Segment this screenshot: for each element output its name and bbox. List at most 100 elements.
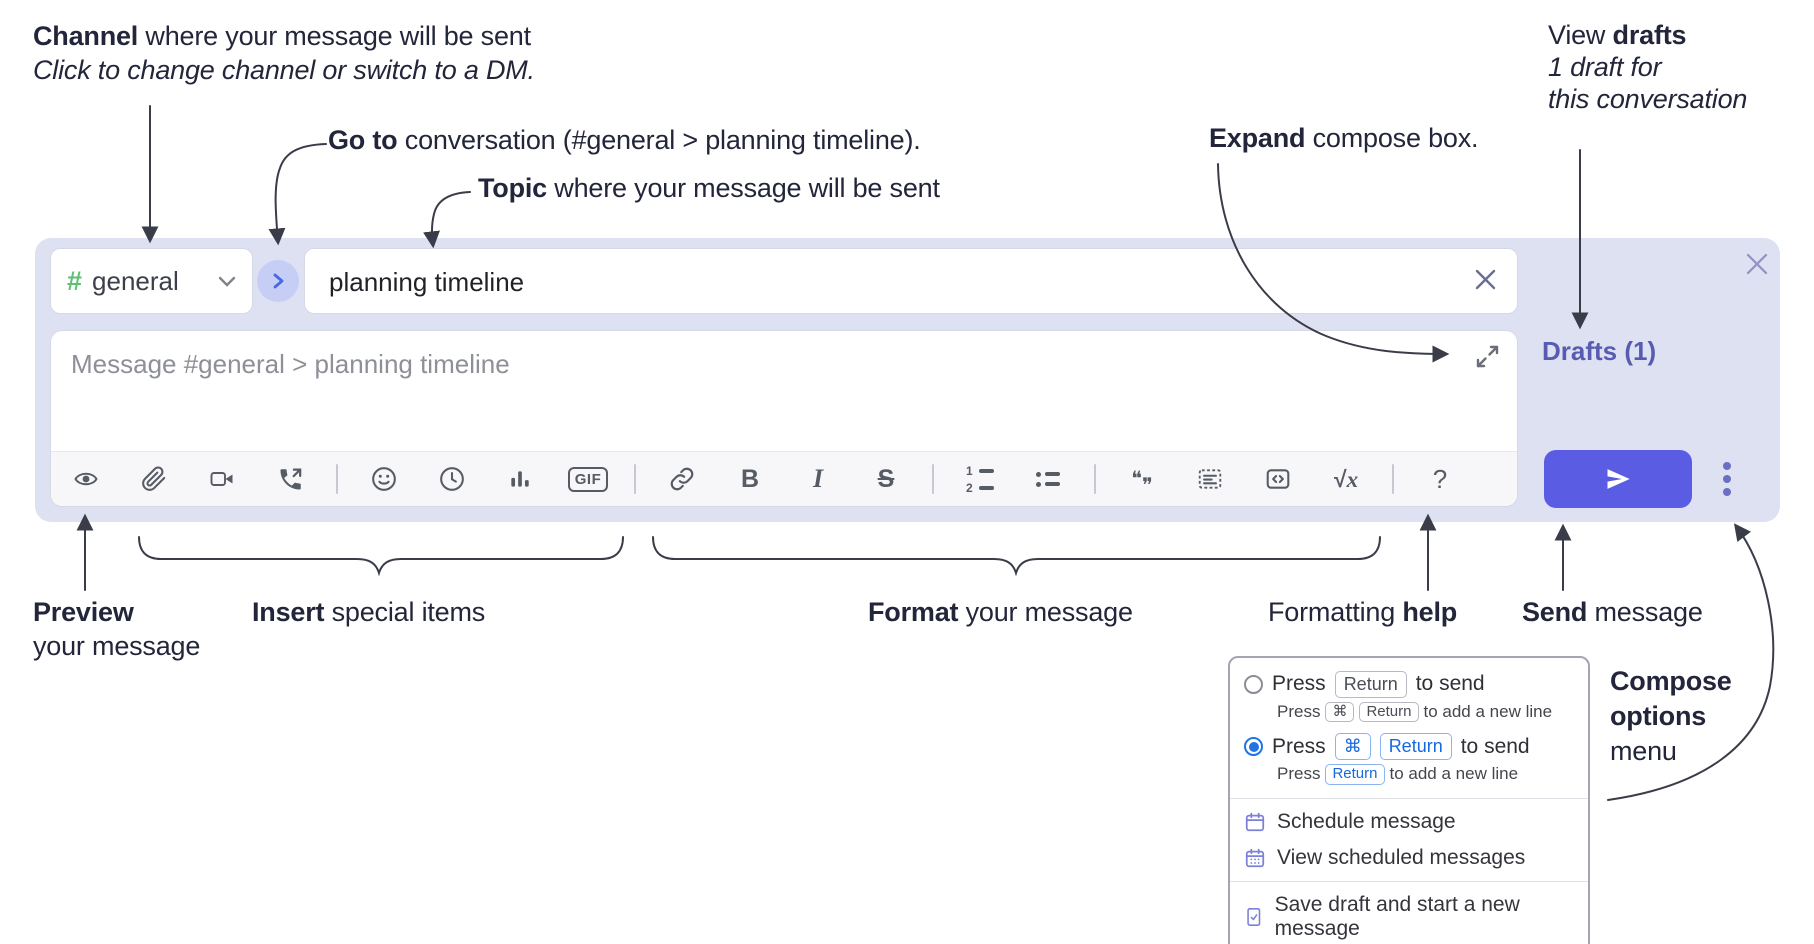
close-compose-button[interactable]	[1737, 244, 1777, 284]
code-icon	[1266, 469, 1290, 489]
formatting-toolbar: GIF B I S 1 2	[51, 451, 1517, 506]
kebab-dots-icon	[1723, 462, 1731, 470]
toolbar-divider	[932, 464, 934, 494]
expand-annotation: Expand compose box.	[1209, 123, 1479, 153]
toolbar-divider	[1094, 464, 1096, 494]
compose-options-menu: Press Return to send Press ⌘ Return to a…	[1228, 656, 1590, 944]
strikethrough-button[interactable]: S	[864, 457, 908, 501]
drafts-link[interactable]: Drafts (1)	[1542, 336, 1657, 366]
draft-check-icon	[1247, 907, 1261, 926]
insert-link-button[interactable]	[660, 457, 704, 501]
poll-button[interactable]	[498, 457, 542, 501]
phone-call-icon	[279, 467, 301, 490]
return-keycap: Return	[1379, 733, 1452, 760]
goto-conversation-button[interactable]	[257, 260, 299, 302]
expand-arrows-icon	[1476, 345, 1499, 368]
formula-icon: √x	[1333, 465, 1359, 492]
preview-annotation: Preview your message	[33, 597, 201, 661]
message-area: GIF B I S 1 2	[50, 330, 1518, 507]
bold-button[interactable]: B	[728, 457, 772, 501]
italic-button[interactable]: I	[796, 457, 840, 501]
view-scheduled-messages-item[interactable]: View scheduled messages	[1230, 840, 1588, 876]
bar-chart-icon	[511, 471, 529, 487]
channel-selector[interactable]: # general	[50, 248, 253, 314]
formula-button[interactable]: √x	[1324, 457, 1368, 501]
toolbar-divider	[634, 464, 636, 494]
compose-options-button[interactable]	[1705, 450, 1749, 508]
topic-annotation: Topic where your message will be sent	[478, 173, 940, 203]
channel-hash-icon: #	[67, 265, 83, 296]
strikethrough-icon: S	[877, 464, 895, 493]
return-to-send-option[interactable]: Press Return to send	[1230, 668, 1588, 701]
send-annotation: Send message	[1522, 597, 1703, 627]
return-keycap: Return	[1359, 701, 1419, 723]
insert-annotation: Insert special items	[252, 597, 486, 627]
eye-icon	[74, 472, 98, 486]
video-camera-icon	[210, 472, 233, 486]
compose-options-annotation: Compose options menu	[1610, 666, 1732, 767]
cmd-return-to-send-hint: Press Return to add a new line	[1277, 763, 1519, 785]
formatting-help-button[interactable]: ?	[1418, 457, 1462, 501]
channel-name: general	[92, 265, 179, 296]
menu-divider	[1230, 797, 1588, 799]
emoji-button[interactable]	[362, 457, 406, 501]
audio-call-button[interactable]	[268, 457, 312, 501]
question-mark-icon: ?	[1432, 463, 1448, 494]
toolbar-divider	[336, 464, 338, 494]
goto-annotation: Go to conversation (#general > planning …	[328, 125, 921, 155]
smiley-icon	[372, 467, 396, 491]
menu-divider	[1230, 880, 1588, 882]
video-clip-button[interactable]	[200, 457, 244, 501]
bullet-list-icon	[1036, 471, 1060, 487]
formatting-help-annotation: Formatting help	[1268, 597, 1458, 627]
remind-later-button[interactable]	[430, 457, 474, 501]
ordered-list-icon: 1 2	[966, 465, 994, 494]
radio-unselected[interactable]	[1244, 674, 1263, 694]
compose-box: # general	[35, 238, 1780, 522]
paperclip-icon	[142, 466, 166, 491]
attach-file-button[interactable]	[132, 457, 176, 501]
code-block-icon	[1198, 469, 1222, 489]
radio-selected[interactable]	[1244, 737, 1263, 756]
return-keycap: Return	[1325, 763, 1385, 785]
return-keycap: Return	[1334, 671, 1407, 698]
message-input[interactable]	[69, 339, 1423, 389]
format-annotation: Format your message	[868, 597, 1133, 627]
topic-input[interactable]	[327, 249, 1451, 315]
expand-compose-button[interactable]	[1474, 343, 1501, 375]
code-block-button[interactable]	[1188, 457, 1232, 501]
send-button[interactable]	[1544, 450, 1692, 508]
schedule-message-item[interactable]: Schedule message	[1230, 804, 1588, 840]
italic-icon: I	[812, 464, 824, 493]
toolbar-divider	[1392, 464, 1394, 494]
channel-annotation: Channel where your message will be sent …	[33, 20, 535, 88]
topic-field-box	[304, 248, 1518, 315]
bold-icon: B	[740, 464, 760, 493]
blockquote-icon: ❝❞	[1131, 468, 1153, 497]
chevron-right-icon	[273, 273, 283, 289]
link-icon	[670, 467, 694, 491]
blockquote-button[interactable]: ❝❞	[1120, 457, 1164, 501]
view-drafts-annotation: View drafts 1 draft for this conversatio…	[1548, 20, 1748, 114]
x-icon	[1475, 269, 1496, 290]
return-to-send-hint: Press ⌘ Return to add a new line	[1277, 701, 1553, 723]
clock-icon	[440, 467, 464, 491]
cmd-keycap: ⌘	[1334, 733, 1371, 760]
calendar-grid-icon	[1245, 848, 1265, 867]
ordered-list-button[interactable]: 1 2	[958, 457, 1002, 501]
paper-plane-icon	[1607, 469, 1630, 489]
code-button[interactable]	[1256, 457, 1300, 501]
close-icon	[1746, 253, 1768, 275]
preview-button[interactable]	[64, 457, 108, 501]
channel-annotation-bold: Channel	[33, 21, 139, 51]
calendar-icon	[1245, 812, 1265, 831]
save-draft-item[interactable]: Save draft and start a new message	[1230, 887, 1588, 944]
channel-annotation-hint: Click to change channel or switch to a D…	[33, 54, 535, 85]
bullet-list-button[interactable]	[1026, 457, 1070, 501]
clear-topic-button[interactable]	[1472, 266, 1499, 298]
gif-icon: GIF	[567, 466, 609, 492]
gif-button[interactable]: GIF	[566, 457, 610, 501]
cmd-keycap: ⌘	[1325, 701, 1355, 723]
cmd-return-to-send-option[interactable]: Press ⌘ Return to send	[1230, 730, 1588, 763]
